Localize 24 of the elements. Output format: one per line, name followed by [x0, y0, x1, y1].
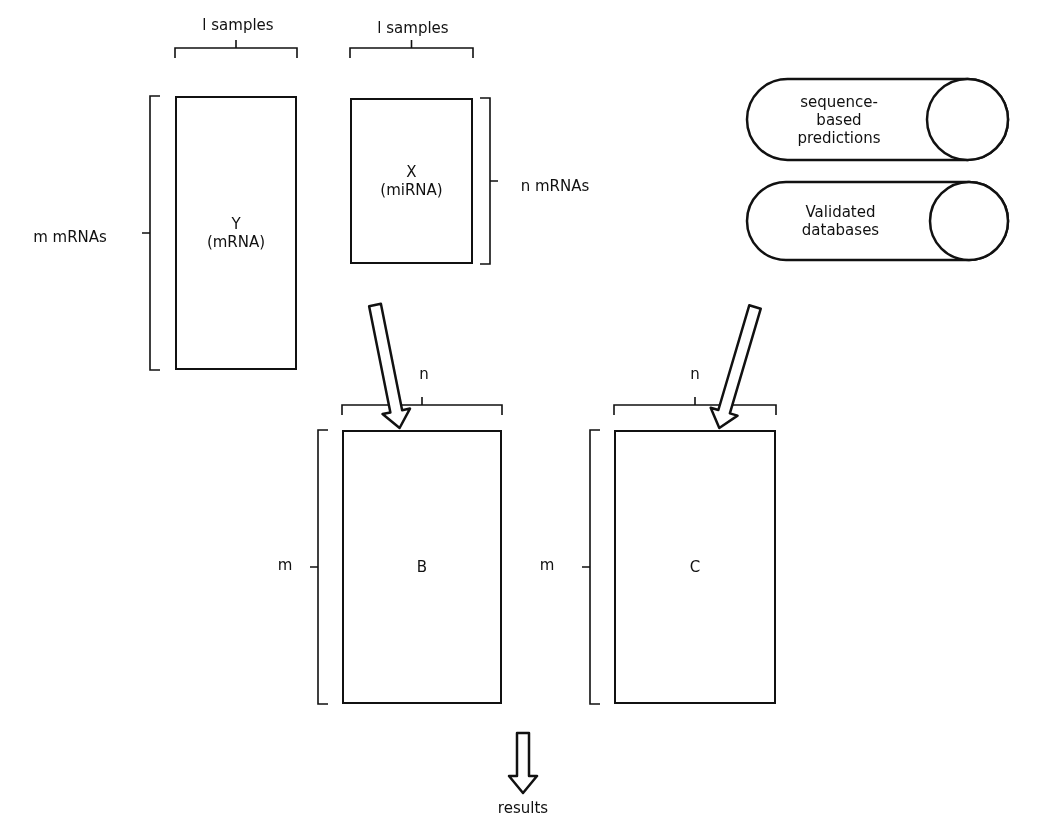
- dimension-label: l samples: [377, 19, 449, 37]
- dimension-label: l samples: [202, 16, 274, 34]
- node-label: results: [496, 799, 550, 817]
- dimension-label: n: [690, 365, 700, 383]
- node-label: Validated databases: [800, 203, 881, 239]
- matrix-box: [350, 98, 473, 264]
- database-cylinder: [745, 180, 1010, 262]
- matrix-box: [342, 430, 502, 704]
- block-arrow: [709, 304, 762, 430]
- node-label: sequence-based predictions: [796, 92, 882, 147]
- node-label: C: [688, 558, 702, 576]
- dimension-label: m: [539, 556, 555, 574]
- block-arrow: [507, 731, 539, 795]
- node-label: X (miRNA): [379, 163, 444, 199]
- matrix-box: [175, 96, 297, 370]
- block-arrow: [367, 302, 412, 430]
- matrix-box: [614, 430, 776, 704]
- dimension-label: n mRNAs: [520, 177, 590, 195]
- database-cylinder: [745, 77, 1010, 162]
- node-label: B: [415, 558, 429, 576]
- dimension-label: m mRNAs: [33, 228, 107, 246]
- dimension-label: m: [277, 556, 293, 574]
- node-label: Y (mRNA): [205, 215, 267, 251]
- dimension-label: n: [419, 365, 429, 383]
